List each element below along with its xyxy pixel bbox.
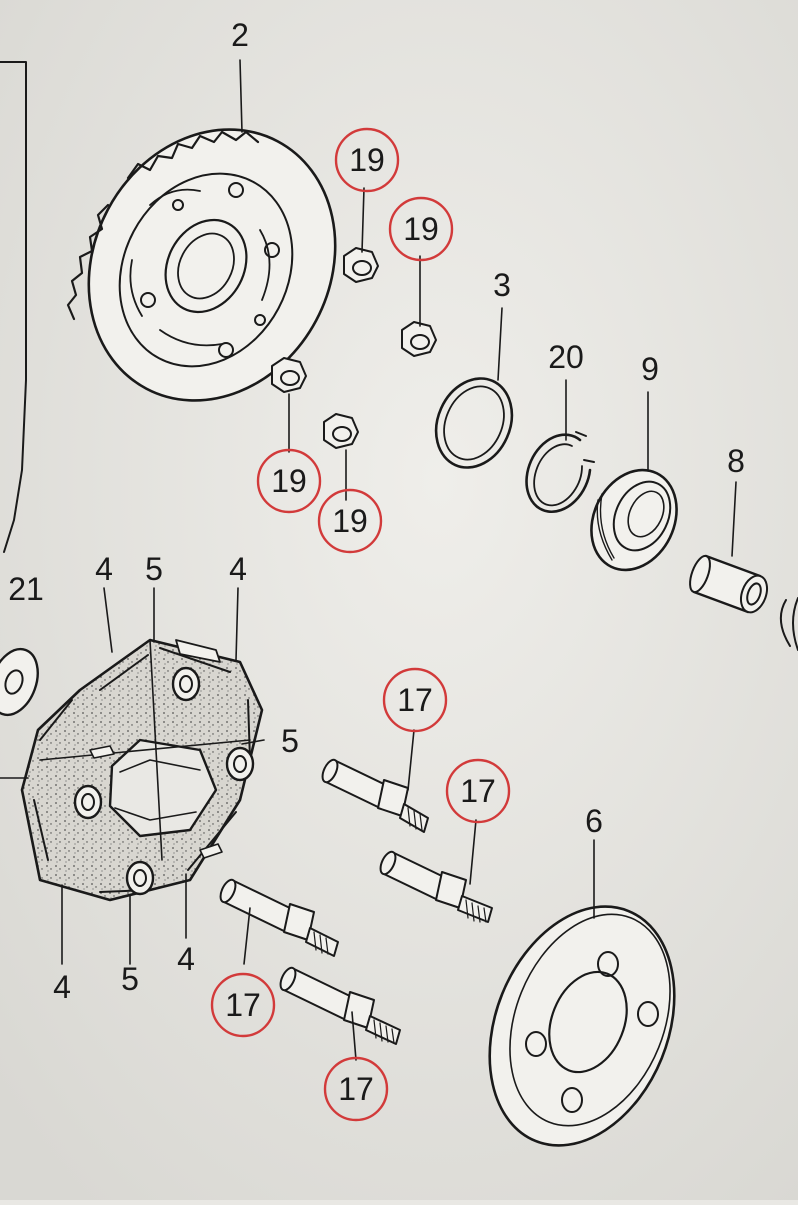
next-part-edge (779, 597, 798, 651)
callout-17-d: 17 (338, 1071, 374, 1107)
collar-part-8 (689, 554, 769, 614)
callout-4-top-left: 4 (95, 551, 113, 587)
stud-part-17-d (279, 966, 401, 1045)
callout-5-top: 5 (145, 551, 163, 587)
highlight-circle-19b (388, 196, 454, 262)
callout-17-a: 17 (397, 682, 433, 718)
callout-3: 3 (493, 267, 511, 303)
callout-20: 20 (548, 339, 584, 375)
callout-4-bottom-right: 4 (177, 941, 195, 977)
callout-4-bottom-left: 4 (53, 969, 71, 1005)
circlip-part-20 (525, 431, 595, 514)
highlight-circle-17a (382, 667, 448, 733)
sprocket-part-2 (66, 128, 337, 402)
stud-part-17-b (379, 850, 493, 923)
nut-part-19-bottom (323, 413, 359, 449)
seal-part-9 (590, 468, 678, 572)
highlight-circles (210, 127, 511, 1122)
highlight-circle-17c (210, 972, 276, 1038)
callout-5-bottom: 5 (121, 961, 139, 997)
nut-part-19-right (401, 321, 437, 357)
highlight-circle-19c (256, 448, 322, 514)
washer-part-21 (0, 647, 39, 717)
callout-4-top-right: 4 (229, 551, 247, 587)
leader-lines (0, 59, 737, 1061)
callout-19-c: 19 (271, 463, 307, 499)
highlight-circle-19a (334, 127, 400, 193)
callout-19-a: 19 (349, 142, 385, 178)
callout-19-b: 19 (403, 211, 439, 247)
nut-part-19-top (343, 247, 379, 283)
callout-8: 8 (727, 443, 745, 479)
highlight-circle-17b (445, 758, 511, 824)
callout-9: 9 (641, 351, 659, 387)
stud-part-17-a (321, 758, 429, 833)
nut-part-19-left (271, 357, 307, 393)
callout-21: 21 (8, 571, 44, 607)
damper-assembly-parts-4-5 (20, 638, 264, 902)
highlight-circle-19d (317, 488, 383, 554)
plate-part-6 (488, 905, 676, 1147)
highlight-circle-17d (323, 1056, 389, 1122)
callout-6: 6 (585, 803, 603, 839)
callout-17-b: 17 (460, 773, 496, 809)
callout-19-d: 19 (332, 503, 368, 539)
callout-2: 2 (231, 17, 249, 53)
o-ring-part-3 (434, 377, 514, 469)
frame-bracket (0, 61, 27, 553)
callout-5-right: 5 (281, 723, 299, 759)
callout-17-c: 17 (225, 987, 261, 1023)
stud-part-17-c (219, 878, 339, 957)
